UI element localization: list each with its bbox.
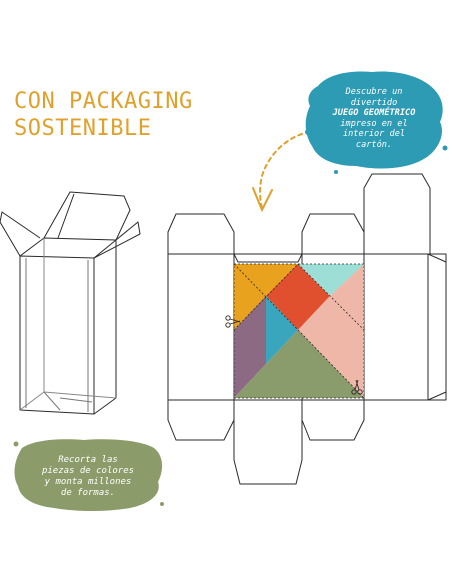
headline-line: SOSTENIBLE <box>14 116 152 141</box>
curved-arrow-down-icon <box>252 133 303 213</box>
green-splash-drop <box>13 441 19 447</box>
blue-splash-drop <box>305 129 311 135</box>
bubble-line: de formas. <box>60 488 116 498</box>
box-3d-outline <box>0 191 141 415</box>
bubble-line: Descubre un <box>345 87 403 97</box>
blue-splash-drop <box>334 170 338 174</box>
bubble-line-highlight: JUEGO GEOMÉTRICO <box>332 108 416 118</box>
blue-splash-bubble <box>305 71 443 169</box>
bubble-line: y monta millones <box>44 477 132 487</box>
green-splash-drop <box>160 502 164 506</box>
tangram-cyan-piece <box>298 264 364 296</box>
tangram-pink-lower <box>298 264 364 398</box>
green-splash-bubble <box>14 439 163 511</box>
bubble-line: impreso en el <box>340 118 408 129</box>
green-bubble-text: Recorta las piezas de colores y monta mi… <box>24 455 152 499</box>
scissors-icon <box>351 379 363 395</box>
tangram-puzzle <box>233 263 365 399</box>
headline-line: CON PACKAGING <box>14 89 193 114</box>
bubble-line: cartón. <box>355 139 393 150</box>
headline: CON PACKAGING SOSTENIBLE <box>14 88 193 142</box>
bubble-line: interior del <box>342 129 406 139</box>
tangram-blue-piece <box>266 296 298 364</box>
bubble-line: Recorta las <box>58 455 118 465</box>
blue-bubble-text: Descubre un divertido JUEGO GEOMÉTRICO i… <box>318 87 430 150</box>
bubble-line: piezas de colores <box>41 466 135 476</box>
bubble-line: divertido <box>350 97 398 108</box>
blue-splash-drop <box>442 145 448 151</box>
tangram-orange-square <box>234 264 298 296</box>
tangram-olive-piece <box>234 330 364 398</box>
scissors-icon <box>225 315 241 328</box>
